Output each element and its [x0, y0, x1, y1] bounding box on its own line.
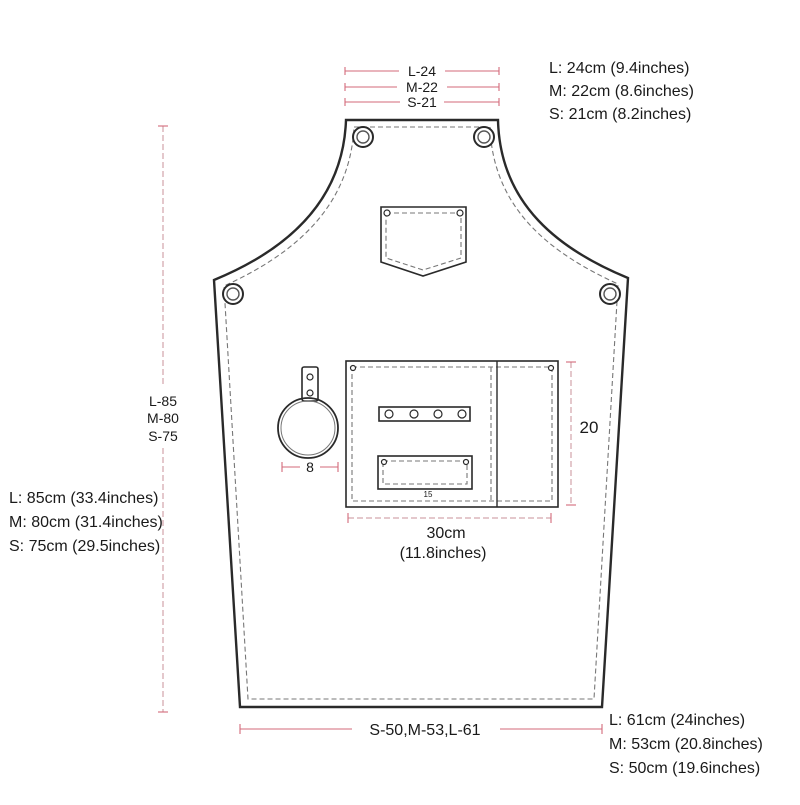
- pocket-width-dimension: 30cm (11.8inches): [347, 513, 552, 562]
- length-spec-l: L: 85cm (33.4inches): [9, 490, 158, 507]
- neck-spec-l: L: 24cm (9.4inches): [549, 60, 690, 77]
- grommet-side-left: [222, 283, 244, 305]
- length-tag-s: S-75: [148, 428, 178, 444]
- neck-spec-s: S: 21cm (8.2inches): [549, 106, 691, 123]
- small-pocket: 15: [377, 455, 473, 499]
- length-spec-m: M: 80cm (31.4inches): [9, 514, 163, 531]
- towel-ring: [277, 366, 339, 459]
- neck-tag-m: M-22: [406, 79, 438, 95]
- grommet-side-right: [599, 283, 621, 305]
- chest-pocket: [380, 206, 467, 277]
- apron-stitching: [223, 126, 619, 700]
- neck-width-dimension: L-24 M-22 S-21: [344, 63, 500, 110]
- bottom-specs: L: 61cm (24inches) M: 53cm (20.8inches) …: [609, 712, 763, 777]
- length-dimension: L-85 M-80 S-75: [147, 125, 179, 713]
- ring-dimension-label: 8: [306, 459, 314, 475]
- grommet-top-left: [352, 126, 374, 148]
- neck-tag-s: S-21: [407, 94, 437, 110]
- length-spec-s: S: 75cm (29.5inches): [9, 538, 160, 555]
- length-specs: L: 85cm (33.4inches) M: 80cm (31.4inches…: [9, 490, 163, 555]
- small-pocket-label: 15: [424, 490, 433, 499]
- bottom-spec-m: M: 53cm (20.8inches): [609, 736, 763, 753]
- neck-spec-m: M: 22cm (8.6inches): [549, 83, 694, 100]
- bottom-spec-l: L: 61cm (24inches): [609, 712, 745, 729]
- pocket-height-dimension: 20: [566, 361, 599, 506]
- ring-dimension: 8: [281, 459, 339, 475]
- length-tag-m: M-80: [147, 410, 179, 426]
- neck-specs: L: 24cm (9.4inches) M: 22cm (8.6inches) …: [549, 60, 694, 123]
- bottom-spec-s: S: 50cm (19.6inches): [609, 760, 760, 777]
- grommet-top-right: [473, 126, 495, 148]
- pen-loop-strip: [378, 406, 471, 422]
- length-tag-l: L-85: [149, 393, 177, 409]
- pocket-width-inches: (11.8inches): [400, 545, 487, 562]
- pocket-width-label: 30cm: [426, 525, 465, 542]
- pocket-height-label: 20: [580, 418, 599, 437]
- neck-tag-l: L-24: [408, 63, 436, 79]
- bottom-width-dimension: S-50,M-53,L-61: [239, 722, 603, 739]
- bottom-width-tag: S-50,M-53,L-61: [369, 722, 480, 739]
